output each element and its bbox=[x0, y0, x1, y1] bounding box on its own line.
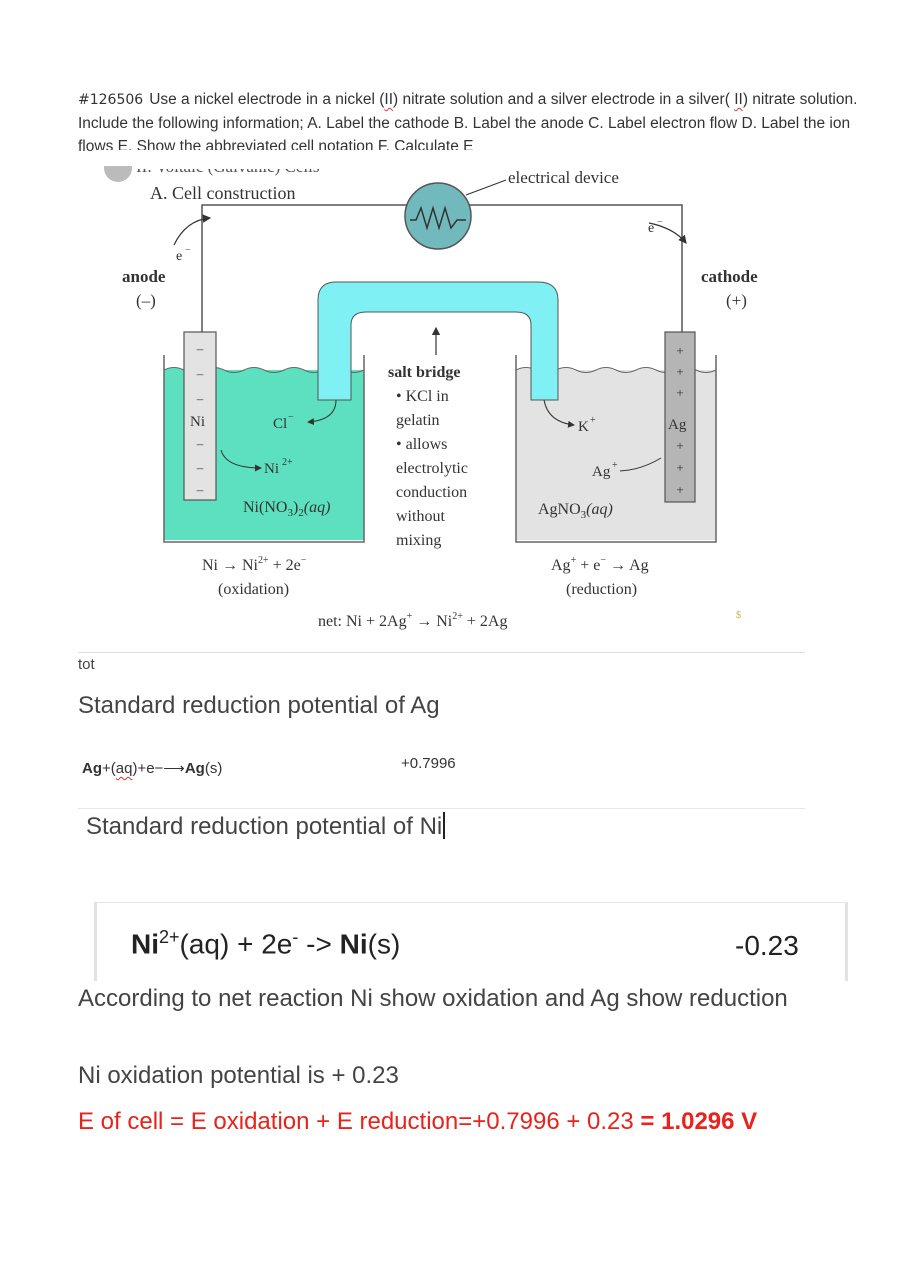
question-text-part-2: ) nitrate solution and a silver electrod… bbox=[393, 91, 735, 108]
tot-label: tot bbox=[78, 656, 95, 673]
heading-ag-potential: Standard reduction potential of Ag bbox=[78, 692, 440, 719]
svg-text:• allows: • allows bbox=[396, 436, 447, 453]
question-text: #126506 Use a nickel electrode in a nicke… bbox=[78, 88, 878, 158]
net-reaction-statement: According to net reaction Ni show oxidat… bbox=[78, 985, 788, 1012]
silver-electrode bbox=[664, 331, 696, 503]
svg-text:• KCl in: • KCl in bbox=[396, 388, 449, 405]
electron-flow-arrow-left bbox=[173, 214, 212, 246]
anode-sign: (–) bbox=[136, 291, 156, 310]
svg-text:electrolytic: electrolytic bbox=[396, 460, 468, 477]
oxidation-label: (oxidation) bbox=[218, 581, 289, 598]
svg-text:+: + bbox=[676, 438, 683, 453]
right-solution-label: AgNO3(aq) bbox=[538, 501, 613, 521]
reduction-half-reaction: Ag+ + e− → Ag bbox=[551, 555, 649, 574]
resistor-icon bbox=[410, 205, 466, 231]
svg-text:−: − bbox=[657, 217, 663, 228]
divider bbox=[78, 808, 805, 809]
svg-text:+: + bbox=[676, 385, 683, 400]
left-solution-label: Ni(NO3)2(aq) bbox=[243, 499, 330, 519]
divider bbox=[78, 652, 805, 653]
roman-numeral-2: II bbox=[734, 91, 743, 108]
svg-text:2+: 2+ bbox=[282, 457, 293, 468]
ni-equation-box bbox=[94, 902, 848, 981]
svg-text:–: – bbox=[196, 391, 204, 406]
ni-electrode-label: Ni bbox=[190, 414, 205, 430]
device-pointer bbox=[465, 179, 507, 196]
right-beaker bbox=[515, 355, 717, 543]
reduction-label: (reduction) bbox=[566, 581, 637, 598]
cathode-sign: (+) bbox=[726, 291, 747, 310]
heading-ni-potential[interactable]: Standard reduction potential of Ni bbox=[86, 812, 446, 841]
svg-text:–: – bbox=[196, 341, 204, 356]
svg-text:mixing: mixing bbox=[396, 532, 441, 549]
oxidation-half-reaction: Ni → Ni2+ + 2e− bbox=[202, 555, 307, 574]
section-title: A. Cell construction bbox=[150, 183, 295, 203]
ag-potential-value: +0.7996 bbox=[401, 755, 456, 772]
svg-text:+: + bbox=[676, 482, 683, 497]
roman-numeral-1: II bbox=[384, 91, 394, 108]
svg-text:+: + bbox=[676, 364, 683, 379]
svg-text:–: – bbox=[196, 482, 204, 497]
silver-ion-label: Ag bbox=[592, 464, 611, 480]
galvanic-cell-diagram: II. Voltaic (Galvanic) Cells A. Cell con… bbox=[96, 150, 796, 630]
ecell-result: = 1.0296 V bbox=[640, 1108, 758, 1135]
electron-label-right: e bbox=[648, 221, 654, 236]
svg-text:–: – bbox=[196, 460, 204, 475]
ni-potential-value: -0.23 bbox=[735, 930, 799, 961]
salt-bridge bbox=[317, 281, 559, 401]
left-beaker bbox=[163, 355, 365, 543]
electrical-device bbox=[404, 182, 472, 250]
ni-oxidation-statement: Ni oxidation potential is + 0.23 bbox=[78, 1062, 399, 1089]
nickel-ion-label: Ni bbox=[264, 461, 279, 477]
ag-electrode-label: Ag bbox=[668, 417, 687, 433]
svg-text:without: without bbox=[396, 508, 445, 525]
salt-bridge-description: • KCl in gelatin • allows electrolytic c… bbox=[396, 388, 468, 549]
question-id: #126506 bbox=[78, 92, 144, 108]
svg-text:−: − bbox=[185, 245, 191, 256]
ag-reduction-equation: Ag+(aq)+e−⟶Ag(s) bbox=[82, 760, 223, 777]
chloride-ion-label: Cl bbox=[273, 416, 287, 432]
question-text-part-1: Use a nickel electrode in a nickel ( bbox=[149, 91, 385, 108]
svg-text:+: + bbox=[590, 415, 596, 426]
anode-label: anode bbox=[122, 267, 166, 286]
ni-reduction-equation: Ni2+(aq) + 2e- -> Ni(s) bbox=[131, 927, 401, 960]
svg-text:–: – bbox=[196, 436, 204, 451]
ecell-calculation: E of cell = E oxidation + E reduction=+0… bbox=[78, 1108, 758, 1135]
cathode-label: cathode bbox=[701, 267, 758, 286]
svg-text:–: – bbox=[196, 366, 204, 381]
svg-text:gelatin: gelatin bbox=[396, 412, 440, 429]
text-cursor bbox=[443, 812, 446, 839]
net-reaction: net: Ni + 2Ag+ → Ni2+ + 2Ag bbox=[318, 611, 507, 630]
svg-text:−: − bbox=[288, 412, 294, 423]
electron-label-left: e bbox=[176, 249, 182, 264]
stray-mark: $ bbox=[736, 610, 741, 621]
svg-text:conduction: conduction bbox=[396, 484, 467, 501]
potassium-ion-label: K bbox=[578, 419, 589, 435]
device-label: electrical device bbox=[508, 168, 619, 187]
svg-text:+: + bbox=[676, 460, 683, 475]
electron-flow-arrow-right bbox=[648, 222, 687, 244]
nickel-electrode bbox=[183, 331, 217, 501]
svg-text:+: + bbox=[612, 460, 618, 471]
salt-bridge-title: salt bridge bbox=[388, 364, 460, 381]
svg-text:+: + bbox=[676, 343, 683, 358]
